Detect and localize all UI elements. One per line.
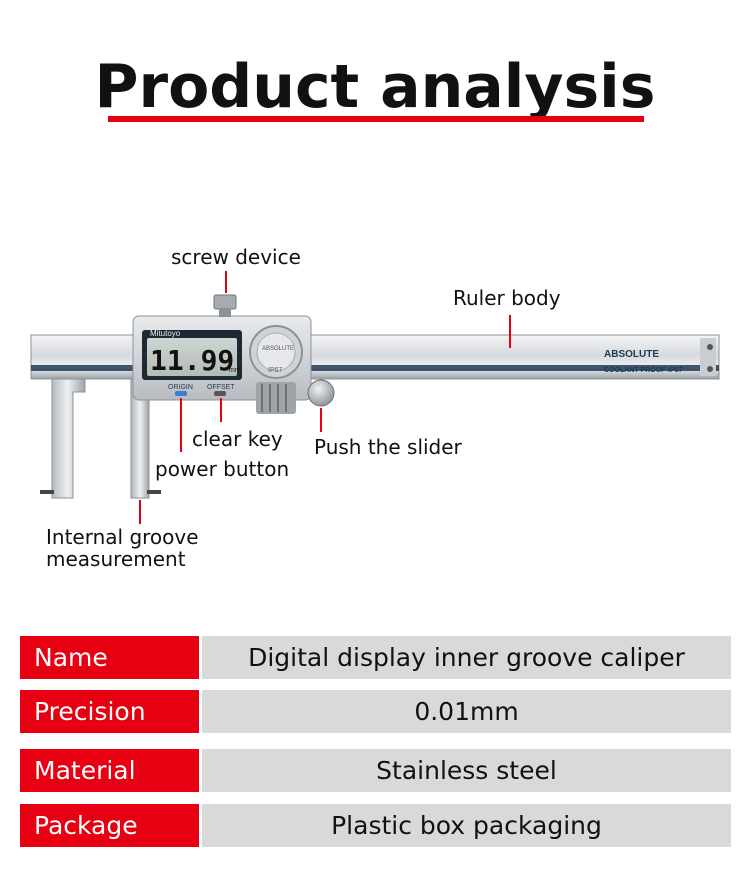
spec-row-package: Package Plastic box packaging xyxy=(20,804,731,847)
offset-button[interactable] xyxy=(214,391,226,396)
ip-rating-label: IP67 xyxy=(668,367,683,374)
callout-internal-groove-line1: Internal groove xyxy=(46,525,199,549)
spec-value: Digital display inner groove caliper xyxy=(202,636,731,679)
spec-key: Package xyxy=(20,804,199,847)
dial-text: ABSOLUTE xyxy=(262,346,294,352)
lcd-readout: 11.99 xyxy=(150,344,234,377)
screw-device xyxy=(213,294,237,317)
fixed-jaw xyxy=(40,378,86,499)
offset-label: OFFSET xyxy=(207,384,235,391)
absolute-logo: ABSOLUTE xyxy=(604,349,659,360)
callout-power-button: power button xyxy=(155,457,290,481)
spec-value: Stainless steel xyxy=(202,749,731,792)
callout-internal-groove: Internal groove measurement xyxy=(46,526,199,570)
origin-button[interactable] xyxy=(175,391,187,396)
coolant-proof-label: COOLANT PROOF xyxy=(604,367,666,374)
spec-value: Plastic box packaging xyxy=(202,804,731,847)
slider-knob[interactable] xyxy=(307,379,335,407)
callout-push-slider: Push the slider xyxy=(314,435,462,459)
spec-key: Name xyxy=(20,636,199,679)
dial-ip: IP67 xyxy=(268,367,283,374)
callout-internal-groove-line2: measurement xyxy=(46,547,186,571)
callout-clear-key: clear key xyxy=(192,427,283,451)
page-title: Product analysis xyxy=(94,52,656,122)
caliper-illustration: ABSOLUTE COOLANT PROOF IP67 Mitutoyo 11.… xyxy=(30,271,720,524)
spec-value: 0.01mm xyxy=(202,690,731,733)
spec-row-name: Name Digital display inner groove calipe… xyxy=(20,636,731,679)
title-underline xyxy=(108,116,644,122)
spec-row-material: Material Stainless steel xyxy=(20,749,731,792)
callout-ruler-body: Ruler body xyxy=(453,286,561,310)
brand-label: Mitutoyo xyxy=(150,329,181,338)
thumb-dial xyxy=(249,325,303,414)
spec-key: Material xyxy=(20,749,199,792)
spec-row-precision: Precision 0.01mm xyxy=(20,690,731,733)
lcd-unit: mm xyxy=(229,367,241,374)
callout-screw-device: screw device xyxy=(171,245,301,269)
origin-label: ORIGIN xyxy=(168,384,193,391)
spec-key: Precision xyxy=(20,690,199,733)
